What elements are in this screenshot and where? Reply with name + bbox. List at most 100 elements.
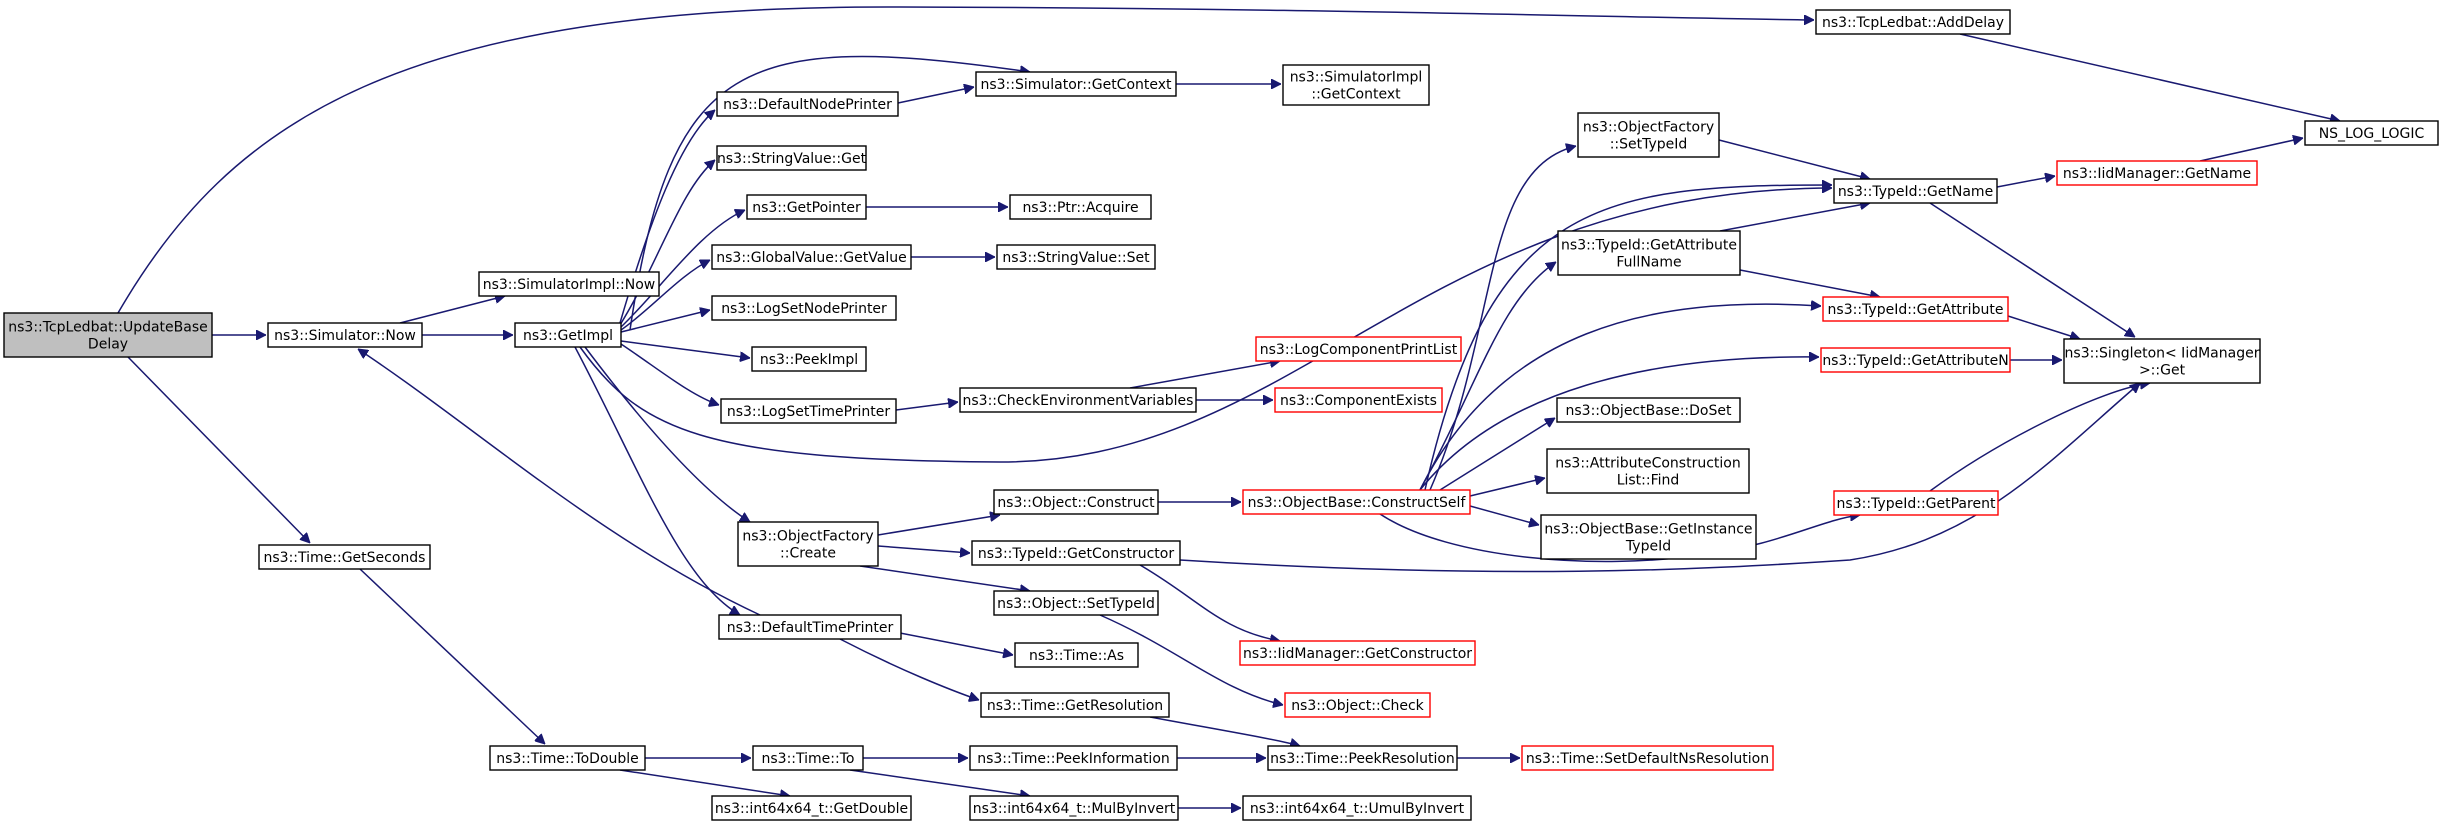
node-label: ::GetContext (1311, 87, 1401, 103)
node-box (1833, 178, 1998, 204)
node-logsetnode[interactable]: ns3::LogSetNodePrinter (711, 295, 897, 321)
node-getparent[interactable]: ns3::TypeId::GetParent (1833, 490, 1999, 516)
node-label: ns3::Time::PeekInformation (977, 751, 1170, 767)
node-stringvalueget[interactable]: ns3::StringValue::Get (716, 145, 867, 171)
node-label: ns3::ObjectBase::GetInstance (1544, 522, 1752, 538)
node-label: ns3::Simulator::Now (274, 328, 416, 344)
node-deftimeprinter[interactable]: ns3::DefaultTimePrinter (718, 614, 902, 640)
node-getattribute[interactable]: ns3::TypeId::GetAttribute (1822, 296, 2009, 322)
node-simnow[interactable]: ns3::Simulator::Now (267, 322, 423, 348)
edge-timeto-mulbyinvert (849, 769, 1030, 796)
edges (117, 6, 2340, 808)
node-peekinfo[interactable]: ns3::Time::PeekInformation (969, 745, 1178, 771)
node-logcompprint[interactable]: ns3::LogComponentPrintList (1255, 336, 1462, 362)
node-label: ns3::TypeId::GetName (1838, 184, 1993, 200)
node-peekimpl[interactable]: ns3::PeekImpl (751, 346, 867, 372)
node-label: ns3::Time::SetDefaultNsResolution (1526, 751, 1769, 767)
node-todouble[interactable]: ns3::Time::ToDouble (489, 745, 646, 771)
node-box (1242, 489, 1471, 515)
node-objcheck[interactable]: ns3::Object::Check (1284, 692, 1431, 718)
node-getattributen[interactable]: ns3::TypeId::GetAttributeN (1820, 347, 2011, 373)
node-box (3, 312, 213, 358)
node-box (711, 795, 912, 821)
node-timeas[interactable]: ns3::Time::As (1014, 642, 1139, 668)
edge-getimpl-logsettime (620, 343, 719, 405)
node-mulbyinvert[interactable]: ns3::int64x64_t::MulByInvert (969, 795, 1179, 821)
node-label: ns3::Time::GetResolution (987, 698, 1163, 714)
edge-timegetres-peekres (1149, 716, 1300, 746)
edge-getconstructor-iidgetconstructor (1139, 564, 1280, 641)
node-peekres[interactable]: ns3::Time::PeekResolution (1267, 745, 1458, 771)
edge-deftimeprinter-simnow (358, 348, 761, 616)
node-box (1556, 397, 1741, 423)
node-label: ns3::int64x64_t::GetDouble (715, 801, 908, 817)
node-constructself[interactable]: ns3::ObjectBase::ConstructSelf (1242, 489, 1471, 515)
node-stringvalueset[interactable]: ns3::StringValue::Set (996, 244, 1156, 270)
node-objconstruct[interactable]: ns3::Object::Construct (993, 489, 1159, 515)
edge-getparent-singletonget (1929, 383, 2150, 492)
node-umulbyinvert[interactable]: ns3::int64x64_t::UmulByInvert (1242, 795, 1472, 821)
node-getimpl[interactable]: ns3::GetImpl (514, 322, 622, 348)
edge-getimpl-globalvalue (620, 259, 710, 331)
node-setdefres[interactable]: ns3::Time::SetDefaultNsResolution (1521, 745, 1774, 771)
node-objsettypeid[interactable]: ns3::Object::SetTypeId (993, 590, 1159, 616)
node-timeto[interactable]: ns3::Time::To (752, 745, 864, 771)
node-doset[interactable]: ns3::ObjectBase::DoSet (1556, 397, 1741, 423)
node-box (267, 322, 423, 348)
edge-constructself-getattributen (1419, 357, 1819, 491)
node-globalvalue[interactable]: ns3::GlobalValue::GetValue (711, 244, 912, 270)
edge-getimpl-simgetcontext (629, 55, 1030, 331)
edge-objsettypeid-objcheck (1099, 614, 1283, 705)
node-getdouble[interactable]: ns3::int64x64_t::GetDouble (711, 795, 912, 821)
node-typeidgetname[interactable]: ns3::TypeId::GetName (1833, 178, 1998, 204)
node-label: ns3::TypeId::GetParent (1837, 496, 1996, 512)
edge-root-tcpadddelay (117, 6, 1814, 314)
node-getpointer[interactable]: ns3::GetPointer (746, 194, 867, 220)
node-logsettime[interactable]: ns3::LogSetTimePrinter (720, 398, 897, 424)
node-iidgetname[interactable]: ns3::IidManager::GetName (2056, 160, 2258, 186)
node-label: ns3::StringValue::Get (717, 151, 867, 167)
edge-getimpl-getpointer (620, 210, 745, 328)
edge-getimpl-objfactcreate (584, 346, 750, 523)
node-implnow[interactable]: ns3::SimulatorImpl::Now (478, 271, 660, 297)
node-box (718, 614, 902, 640)
edge-simnow-implnow (399, 296, 505, 324)
node-label: ns3::Time::As (1029, 648, 1124, 664)
node-compexists[interactable]: ns3::ComponentExists (1274, 387, 1443, 413)
node-label: TypeId (1625, 539, 1671, 555)
node-checkenv[interactable]: ns3::CheckEnvironmentVariables (959, 387, 1197, 413)
node-box (1822, 296, 2009, 322)
node-box (2056, 160, 2258, 186)
node-label: ns3::TypeId::GetAttributeN (1822, 353, 2008, 369)
node-label: ns3::LogSetNodePrinter (721, 301, 887, 317)
node-singletonget[interactable]: ns3::Singleton< IidManager>::Get (2063, 338, 2261, 384)
node-getconstructor[interactable]: ns3::TypeId::GetConstructor (971, 540, 1181, 566)
node-tcpadddelay[interactable]: ns3::TcpLedbat::AddDelay (1815, 9, 2011, 35)
node-label: ns3::TypeId::GetAttribute (1828, 302, 2004, 318)
node-getseconds[interactable]: ns3::Time::GetSeconds (258, 544, 431, 570)
node-objfactsettypeid[interactable]: ns3::ObjectFactory::SetTypeId (1577, 112, 1720, 158)
node-box (1242, 795, 1472, 821)
node-label: ns3::Object::Construct (997, 495, 1155, 511)
edge-constructself-getinstancetypeid (1469, 505, 1539, 525)
node-ptracquire[interactable]: ns3::Ptr::Acquire (1009, 194, 1152, 220)
node-defnodeprinter[interactable]: ns3::DefaultNodePrinter (716, 91, 899, 117)
node-simgetcontext[interactable]: ns3::Simulator::GetContext (975, 71, 1177, 97)
node-box (996, 244, 1156, 270)
node-timegetres[interactable]: ns3::Time::GetResolution (980, 692, 1170, 718)
node-nslog[interactable]: NS_LOG_LOGIC (2304, 120, 2439, 146)
node-label: ns3::Time::GetSeconds (264, 550, 426, 566)
node-box (993, 489, 1159, 515)
node-label: ns3::ObjectBase::DoSet (1566, 403, 1732, 419)
node-objfactcreate[interactable]: ns3::ObjectFactory::Create (737, 521, 879, 567)
edge-typeidgetname-iidgetname (1996, 176, 2055, 188)
edge-checkenv-logcompprint (1129, 361, 1280, 389)
node-iidgetconstructor[interactable]: ns3::IidManager::GetConstructor (1239, 640, 1476, 666)
node-label: ns3::TypeId::GetConstructor (978, 546, 1174, 562)
node-box (1521, 745, 1774, 771)
node-implgetcontext[interactable]: ns3::SimulatorImpl::GetContext (1282, 64, 1430, 106)
